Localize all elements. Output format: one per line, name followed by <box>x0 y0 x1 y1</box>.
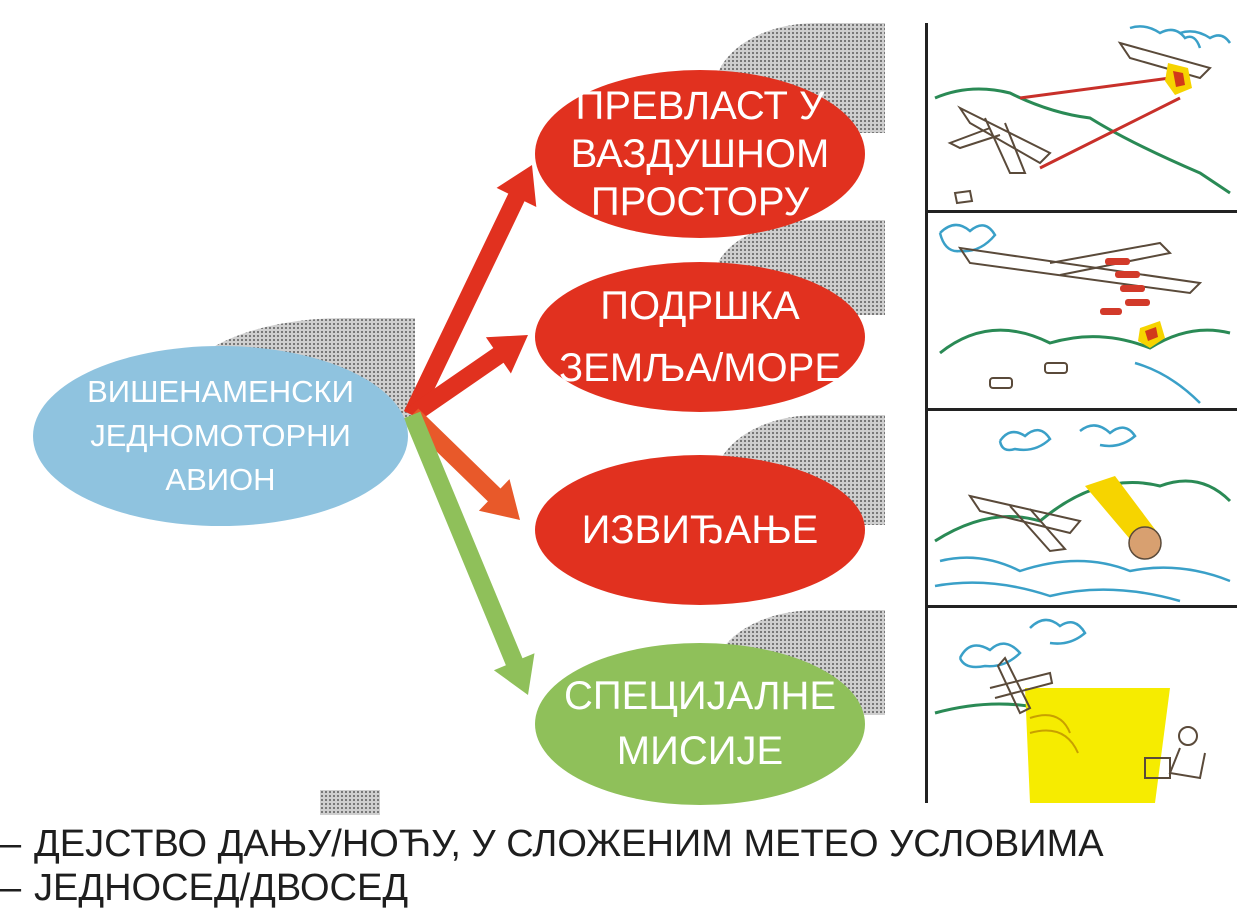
role-reconnaissance: ИЗВИЂАЊЕ <box>535 455 865 605</box>
role-special-missions-label: СПЕЦИЈАЛНЕ МИСИЈЕ <box>563 674 837 773</box>
footer-text-1: ДЕЈСТВО ДАЊУ/НОЋУ, У СЛОЖЕНИМ МЕТЕО УСЛО… <box>34 823 1104 865</box>
panel-border-left <box>925 23 928 803</box>
blank-box-upper <box>68 578 415 658</box>
role-special-missions: СПЕЦИЈАЛНЕ МИСИЈЕ <box>535 643 865 805</box>
center-oval: ВИШЕНАМЕНСКИ ЈЕДНОМОТОРНИ АВИОН <box>33 346 408 526</box>
illustration-air-combat <box>934 25 1232 205</box>
arrow-air-superiority <box>403 165 537 419</box>
arrow-special-missions <box>403 411 535 695</box>
role-ground-sea-support: ПОДРШКА ЗЕМЉА/МОРЕ <box>535 262 865 412</box>
role-air-superiority: ПРЕВЛАСТ У ВАЗДУШНОМ ПРОСТОРУ <box>535 70 865 238</box>
role-air-superiority-label: ПРЕВЛАСТ У ВАЗДУШНОМ ПРОСТОРУ <box>570 84 830 224</box>
illustration-ground-attack <box>938 223 1231 404</box>
bottom-shadow <box>320 790 380 815</box>
footer-line-1: –ДЕЈСТВО ДАЊУ/НОЋУ, У СЛОЖЕНИМ МЕТЕО УСЛ… <box>0 822 1104 866</box>
blank-box-lower <box>8 658 418 710</box>
arrow-reconnaissance <box>405 408 520 520</box>
arrow-ground-sea-support <box>406 335 528 423</box>
center-line-3: АВИОН <box>165 462 276 497</box>
footer-dash-1: – <box>0 823 22 865</box>
footer-dash-2: – <box>0 867 22 909</box>
panel-divider-1 <box>928 210 1237 213</box>
panel-divider-3 <box>928 605 1237 608</box>
footer-text-2: ЈЕДНОСЕД/ДВОСЕД <box>34 867 409 909</box>
panel-divider-2 <box>928 408 1237 411</box>
illustration-special-missions <box>934 618 1206 803</box>
illustration-reconnaissance <box>934 424 1232 603</box>
role-ground-sea-support-label: ПОДРШКА ЗЕМЉА/МОРЕ <box>558 284 842 390</box>
role-reconnaissance-label: ИЗВИЂАЊЕ <box>581 508 819 552</box>
center-line-2: ЈЕДНОМОТОРНИ <box>90 418 351 453</box>
center-line-1: ВИШЕНАМЕНСКИ <box>87 374 354 409</box>
footer-line-2: –ЈЕДНОСЕД/ДВОСЕД <box>0 866 408 910</box>
